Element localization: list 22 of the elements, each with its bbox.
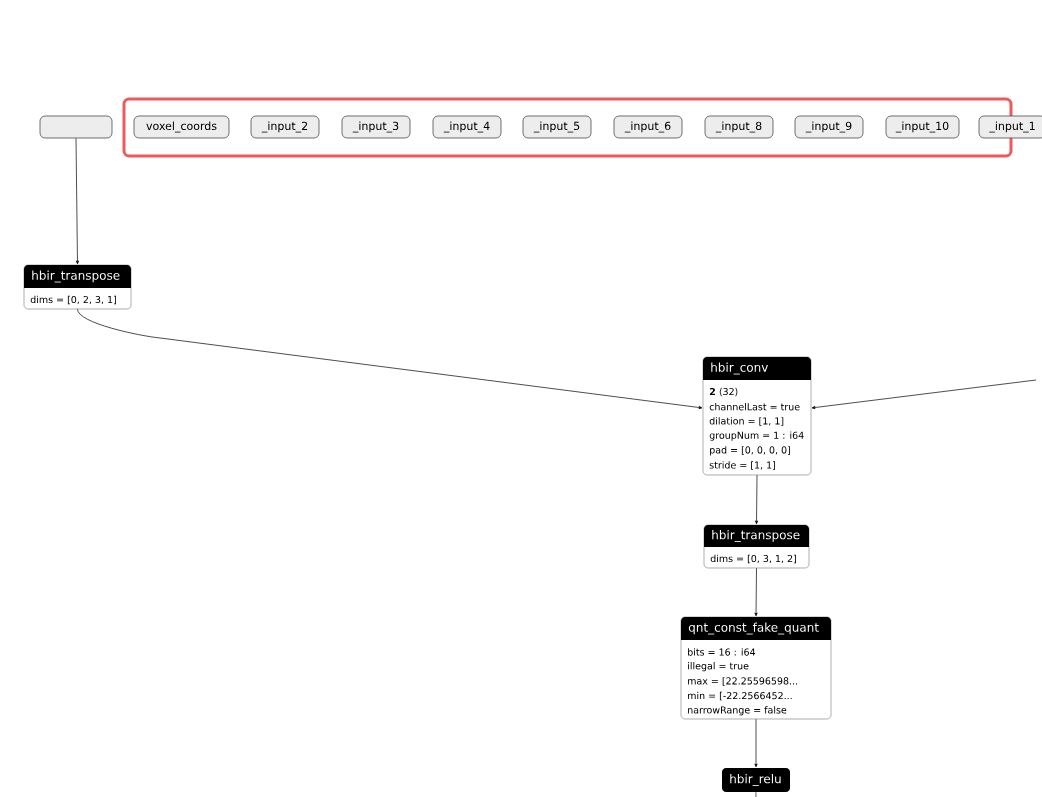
input-pill: _input_10 xyxy=(885,115,960,139)
operation-box: hbir_relu xyxy=(722,768,790,792)
input-pill xyxy=(39,115,113,139)
arrow xyxy=(754,718,758,768)
arrow xyxy=(77,308,703,410)
arrow xyxy=(754,567,758,617)
operation-box: qnt_const_fake_quant bits = 16 : i64 illegal = true max = [22.25596598... min = [-22.2566452... narrowRange = false xyxy=(680,616,832,720)
input-pill: _input_1 xyxy=(978,115,1042,139)
input-pill: _input_3 xyxy=(341,115,411,139)
operation-box: hbir_conv 2 ⟨32⟩ channelLast = true dilation = [1, 1] groupNum = 1 : i64 pad = [0, 0, 0, 0] stride = [1, 1] xyxy=(702,356,812,476)
input-pill: _input_8 xyxy=(704,115,774,139)
arrow xyxy=(811,379,1037,410)
input-pill: voxel_coords xyxy=(133,115,230,139)
operation-box: hbir_transpose dims = [0, 3, 1, 2] xyxy=(703,524,810,569)
input-pill: _input_9 xyxy=(794,115,864,139)
arrow xyxy=(75,138,79,265)
arrow xyxy=(755,474,759,525)
operation-box: hbir_transpose dims = [0, 2, 3, 1] xyxy=(23,264,132,310)
input-pill: _input_6 xyxy=(613,115,683,139)
input-pill: _input_2 xyxy=(250,115,320,139)
input-pill: _input_5 xyxy=(522,115,592,139)
input-pill: _input_4 xyxy=(432,115,502,139)
